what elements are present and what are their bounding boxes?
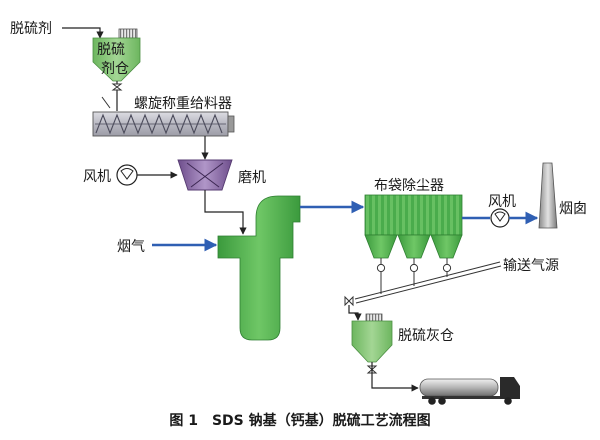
reactor-duct [217,195,301,341]
hopper-3-valve [442,263,452,273]
mill-cross-line-a [186,162,220,188]
baghouse-label: 布袋除尘器 [374,178,444,194]
screw-feeder-helix [95,113,223,135]
fan-left-blade-icon [120,168,134,180]
chimney [538,162,558,229]
hopper-1-valve [376,263,386,273]
tanker-wheel-2 [438,397,446,405]
baghouse-hopper-1 [364,234,398,259]
chimney-label: 烟囱 [559,201,587,217]
mill [177,159,233,191]
baghouse [364,194,463,236]
baghouse-hopper-2 [397,234,431,259]
mill-cross-line-b [190,162,224,188]
tanker-tank [419,378,499,397]
fan-left-label: 风机 [83,169,111,185]
ash-silo-to-truck-line [371,362,419,392]
flue-gas-label: 烟气 [117,239,145,255]
desulfurizer-silo-label-line1: 脱硫 [97,42,125,58]
screw-feeder-label: 螺旋称重给料器 [134,96,232,112]
silo-discharge-valve [111,83,123,91]
mill-to-reactor-line [204,190,247,235]
ash-silo [351,320,393,363]
conveying-air-label: 输送气源 [503,258,559,274]
desulfurizer-silo-label-line2: 剂仓 [101,61,129,77]
ash-silo-top-filter [365,313,383,322]
scale-indicator-line [101,96,111,109]
tanker-wheel-3 [504,397,512,405]
desulfurizer-label: 脱硫剂 [10,21,52,37]
baghouse-hopper-3 [430,234,463,259]
fan-right-blade-icon [494,211,506,222]
desulfurizer-feed-line [62,27,104,39]
figure-caption: 图 1 SDS 钠基（钙基）脱硫工艺流程图 [169,412,430,429]
conveying-valve [344,295,354,307]
tanker-cab [500,377,520,399]
fan-right-label: 风机 [488,194,516,210]
conveying-line-lower [355,265,502,304]
conveying-line-upper [354,261,501,300]
silo-top-filter [118,28,138,39]
mill-label: 磨机 [238,170,266,186]
tanker-wheel-1 [428,397,436,405]
ash-silo-label: 脱硫灰仓 [398,328,454,344]
conveying-to-silo-line [348,305,362,321]
hopper-2-valve [409,263,419,273]
tanker-chassis [422,396,520,399]
desulfurizer-silo [92,37,141,82]
screw-feeder-motor [227,115,235,133]
